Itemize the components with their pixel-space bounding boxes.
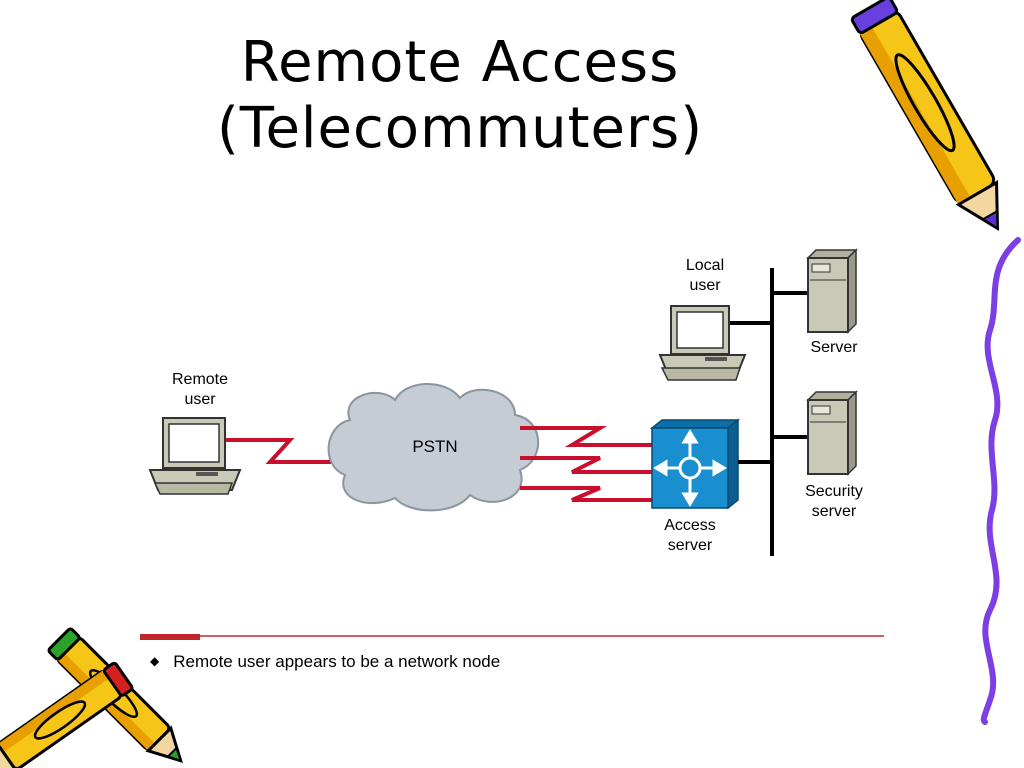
dialup-link — [520, 426, 652, 447]
computer-icon — [148, 417, 242, 495]
computer-icon — [658, 305, 747, 381]
access-server-label-line-1: Access — [664, 517, 716, 534]
local-user-label-line-1: Local — [685, 257, 725, 274]
bullet-list: ◆ Remote user appears to be a network nod… — [150, 652, 500, 672]
server-icon — [806, 248, 858, 334]
title-line-2: (Telecommuters) — [216, 96, 704, 161]
router-icon — [649, 418, 741, 510]
bullet-text: Remote user appears to be a network node — [173, 652, 501, 671]
dialup-link — [226, 438, 340, 464]
pencil-icon — [850, 0, 1000, 231]
security-server-label-line-1: Security — [805, 483, 863, 500]
remote-user-label-line-2: user — [184, 391, 216, 408]
access-server-label-line-2: server — [667, 537, 713, 554]
cloud-icon — [327, 383, 540, 512]
security-server-label: Security server — [789, 482, 879, 522]
server-icon — [806, 390, 858, 476]
dialup-link — [520, 456, 652, 474]
dialup-link — [520, 486, 652, 502]
access-server-label: Access server — [645, 516, 735, 556]
remote-user-label-line-1: Remote — [171, 371, 229, 388]
title-line-1: Remote Access — [240, 30, 680, 95]
local-user-label: Local user — [665, 256, 745, 296]
pencil-icon — [0, 661, 134, 768]
squiggle-decoration — [980, 237, 1021, 725]
security-server-label-line-2: server — [811, 503, 857, 520]
diamond-bullet-icon: ◆ — [150, 654, 160, 668]
remote-user-label: Remote user — [150, 370, 250, 410]
local-user-label-line-2: user — [689, 277, 721, 294]
rule-accent — [140, 634, 200, 640]
server-label: Server — [810, 339, 858, 356]
pstn-label: PSTN — [412, 437, 458, 456]
page-title: Remote Access (Telecommuters) — [140, 30, 780, 162]
